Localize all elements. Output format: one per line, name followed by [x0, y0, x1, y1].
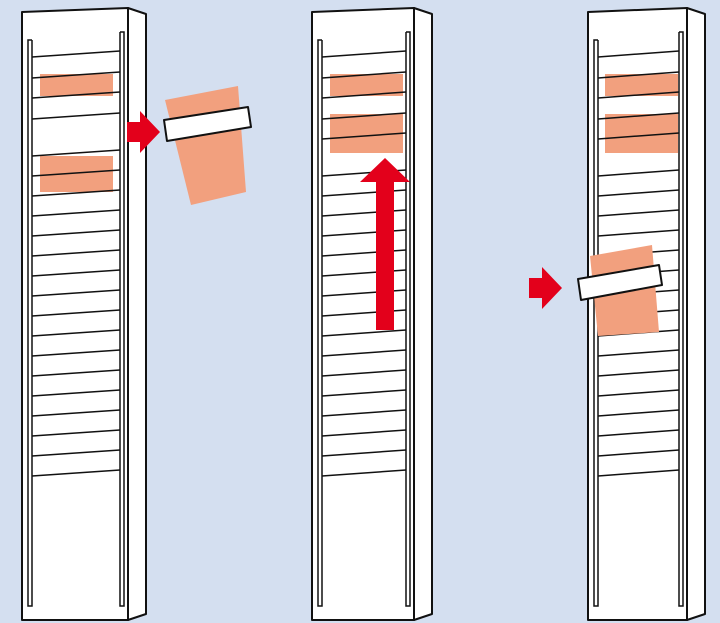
rack-side: [127, 7, 147, 621]
rack-left-rail: [593, 39, 599, 607]
rack-left-rail: [317, 39, 323, 607]
rack-right-rail: [678, 31, 684, 607]
rack-slots: [321, 50, 407, 477]
arrow-right-icon: [529, 267, 562, 309]
inserted-card: [577, 245, 663, 336]
rack-step-1: [21, 7, 252, 621]
rack-side: [686, 7, 706, 621]
card-tab: [163, 106, 252, 142]
rack-step-2: [311, 7, 433, 621]
loose-card: [163, 86, 252, 205]
rack-right-rail: [119, 31, 125, 607]
rack-right-rail: [405, 31, 411, 607]
arrow-up-icon: [360, 158, 410, 330]
rack-step-3: [529, 7, 706, 621]
card-in-rack: [605, 74, 678, 96]
rack-front: [21, 7, 129, 621]
rack-front: [311, 7, 415, 621]
arrow-right-icon: [127, 111, 160, 153]
rack-side: [413, 7, 433, 621]
rack-slots: [31, 50, 121, 477]
card-tab: [577, 264, 663, 301]
card-in-rack: [330, 74, 403, 96]
rack-left-rail: [27, 39, 33, 607]
card-in-rack: [40, 74, 113, 96]
